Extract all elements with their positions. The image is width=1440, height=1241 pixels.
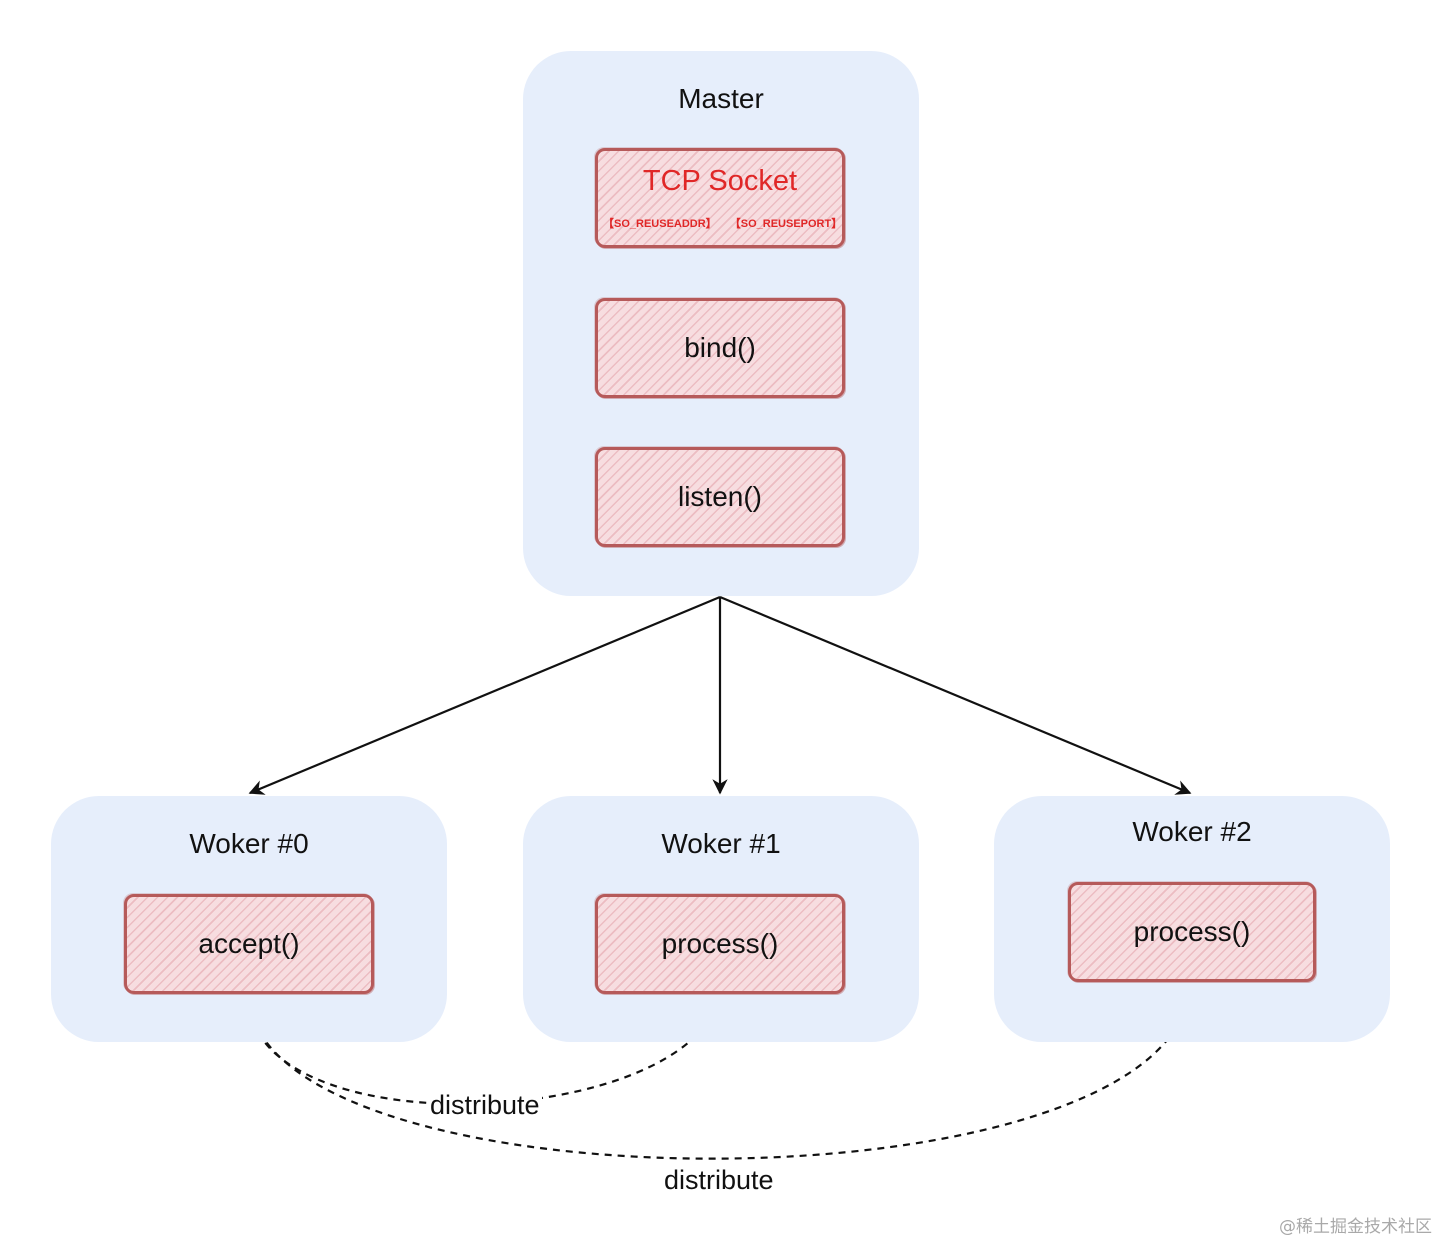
worker-2-process-step-label: process() <box>1133 916 1251 947</box>
arrow-master-to-worker-0 <box>248 595 721 795</box>
bind-step-box: bind() <box>595 298 845 398</box>
worker-2-container: Woker #2 process() <box>994 796 1390 1042</box>
tcp-socket-box: TCP Socket 【SO_REUSEADDR】 【SO_REUSEPORT】 <box>595 148 845 248</box>
distribute-label-far: distribute <box>662 1165 776 1196</box>
master-container: Master TCP Socket 【SO_REUSEADDR】 【SO_REU… <box>523 51 919 596</box>
flag-so-reuseaddr: 【SO_REUSEADDR】 <box>603 218 717 230</box>
worker-0-title: Woker #0 <box>189 828 309 859</box>
worker-1-process-step-label: process() <box>661 928 779 959</box>
worker-2-title: Woker #2 <box>1132 816 1252 847</box>
worker-1-container: Woker #1 process() <box>523 796 919 1042</box>
tcp-socket-title: TCP Socket <box>642 165 798 197</box>
bind-step-label: bind() <box>684 332 756 363</box>
listen-step-box: listen() <box>595 447 845 547</box>
flag-so-reuseport: 【SO_REUSEPORT】 <box>729 218 843 230</box>
worker-0-container: Woker #0 accept() <box>51 796 447 1042</box>
worker-1-title: Woker #1 <box>661 828 781 859</box>
listen-step-label: listen() <box>677 481 762 512</box>
worker-2-process-step-box: process() <box>1068 882 1316 982</box>
arrow-master-to-worker-2 <box>719 595 1192 795</box>
socket-flags: 【SO_REUSEADDR】 【SO_REUSEPORT】 <box>598 215 842 231</box>
watermark: @稀土掘金技术社区 <box>1279 1217 1432 1237</box>
master-title: Master <box>678 83 764 114</box>
worker-1-process-step-box: process() <box>595 894 845 994</box>
accept-step-label: accept() <box>198 928 300 959</box>
accept-step-box: accept() <box>124 894 374 994</box>
distribute-label-near: distribute <box>428 1090 542 1121</box>
distribute-arrow-to-worker-2 <box>246 982 1198 1160</box>
